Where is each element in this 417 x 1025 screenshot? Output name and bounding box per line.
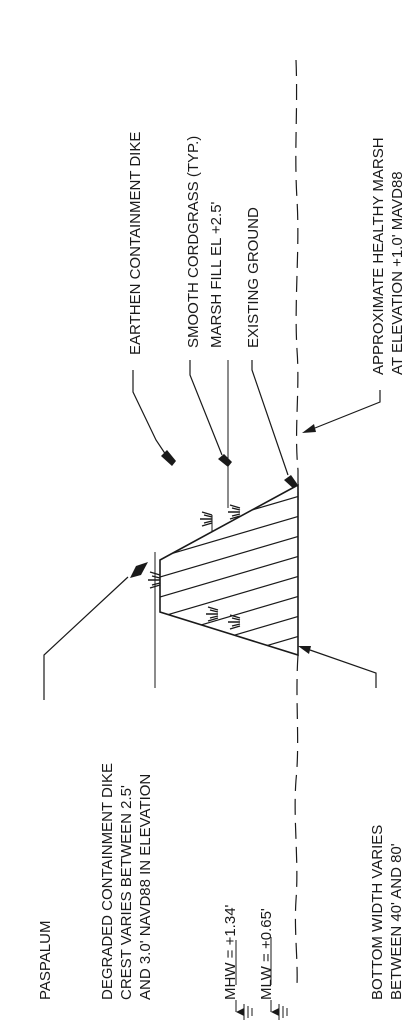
existing-ground-line — [295, 59, 299, 500]
leader-earthen-dike — [132, 370, 167, 456]
leader-healthy-marsh — [314, 390, 381, 429]
arrowhead-earthen-dike — [161, 450, 176, 466]
label-degraded-dike-3: AND 3.0' NAVD88 IN ELEVATION — [137, 774, 154, 1000]
label-earthen-dike: EARTHEN CONTAINMENT DIKE — [127, 132, 144, 355]
label-mhw: MHW = +1.34' — [222, 904, 239, 1000]
label-bottom-width-1: BOTTOM WIDTH VARIES — [369, 825, 386, 1000]
leader-bottom-width — [309, 649, 377, 688]
label-degraded-dike-1: DEGRADED CONTAINMENT DIKE — [99, 763, 116, 1000]
existing-ground-line-lower — [294, 654, 299, 986]
dike-body — [159, 483, 299, 657]
mhw-water-level-icon — [235, 940, 253, 1020]
arrowhead-paspalum — [130, 562, 148, 578]
leader-existing-ground — [251, 360, 289, 476]
mlw-water-level-icon — [270, 937, 288, 1020]
label-marsh-fill: MARSH FILL EL +2.5' — [208, 201, 225, 348]
leader-cordgrass — [189, 360, 223, 456]
leader-paspalum — [43, 576, 129, 700]
cordgrass-plant-icon — [200, 504, 241, 630]
label-paspalum: PASPALUM — [37, 921, 54, 1000]
arrowhead-bottom-width — [298, 646, 311, 654]
label-healthy-marsh-1: APPROXIMATE HEALTHY MARSH — [370, 137, 387, 375]
arrowhead-cordgrass — [218, 454, 232, 467]
label-mlw: MLW = +0.65' — [258, 908, 275, 1000]
paspalum-plant-icon — [148, 571, 161, 589]
label-degraded-dike-2: CREST VARIES BETWEEN 2.5' — [118, 785, 135, 1000]
label-bottom-width-2: BETWEEN 40' AND 80' — [388, 843, 405, 1000]
label-existing-ground: EXISTING GROUND — [245, 207, 262, 348]
label-healthy-marsh-2: AT ELEVATION +1.0' MAVD88 — [389, 171, 406, 375]
label-cordgrass: SMOOTH CORDGRASS (TYP.) — [185, 136, 202, 348]
arrowhead-healthy-marsh — [302, 424, 316, 433]
